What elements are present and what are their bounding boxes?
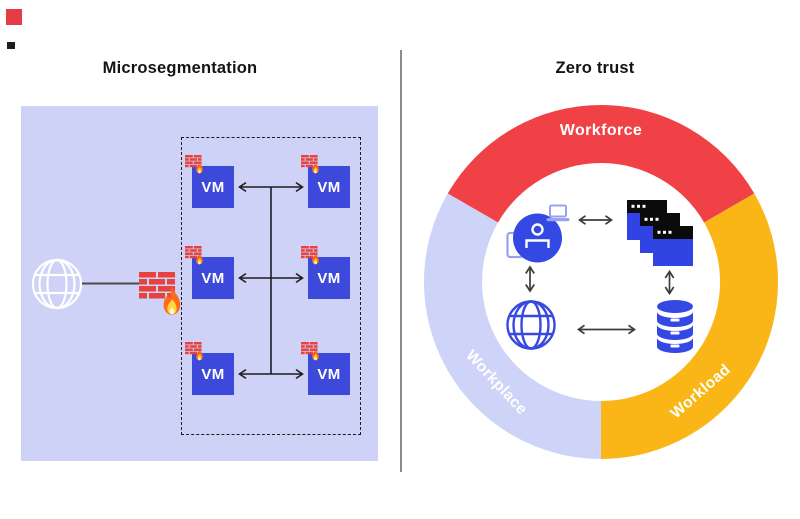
database-icon [657, 300, 693, 353]
network-globe-icon [506, 300, 556, 350]
vm-box-3: VM [192, 257, 234, 299]
zero-trust-title: Zero trust [555, 59, 635, 77]
arrow-user-network [525, 265, 535, 293]
ring-segment-workload [601, 193, 779, 459]
vm-box-6: VM [308, 353, 350, 395]
vm-box-1: VM [192, 166, 234, 208]
zero-trust-ring [423, 104, 779, 459]
vm-box-5: VM [192, 353, 234, 395]
screen-marker-red [6, 9, 22, 25]
workload-label: Workload [667, 361, 734, 423]
workplace-label: Workplace [462, 346, 531, 419]
arrow-apps-database [664, 269, 675, 296]
vertical-divider [400, 50, 402, 472]
arrow-network-database [577, 324, 636, 335]
user-icon [506, 204, 570, 263]
vm-label: VM [317, 269, 341, 287]
screen-marker-dark [7, 42, 15, 49]
vm-label: VM [201, 269, 225, 287]
ring-segment-workplace [423, 193, 601, 459]
segment-boundary-box [181, 137, 361, 435]
vm-label: VM [317, 178, 341, 196]
arrow-user-apps [578, 215, 613, 225]
app-windows-icon [627, 200, 693, 266]
vm-label: VM [317, 365, 341, 383]
laptop-icon [546, 204, 570, 222]
phone-icon [506, 231, 525, 259]
zero-trust-arrows [525, 215, 675, 335]
vm-label: VM [201, 178, 225, 196]
vm-label: VM [201, 365, 225, 383]
workforce-label: Workforce [559, 122, 643, 139]
microsegmentation-title: Microsegmentation [102, 59, 258, 77]
vm-box-4: VM [308, 257, 350, 299]
vm-box-2: VM [308, 166, 350, 208]
